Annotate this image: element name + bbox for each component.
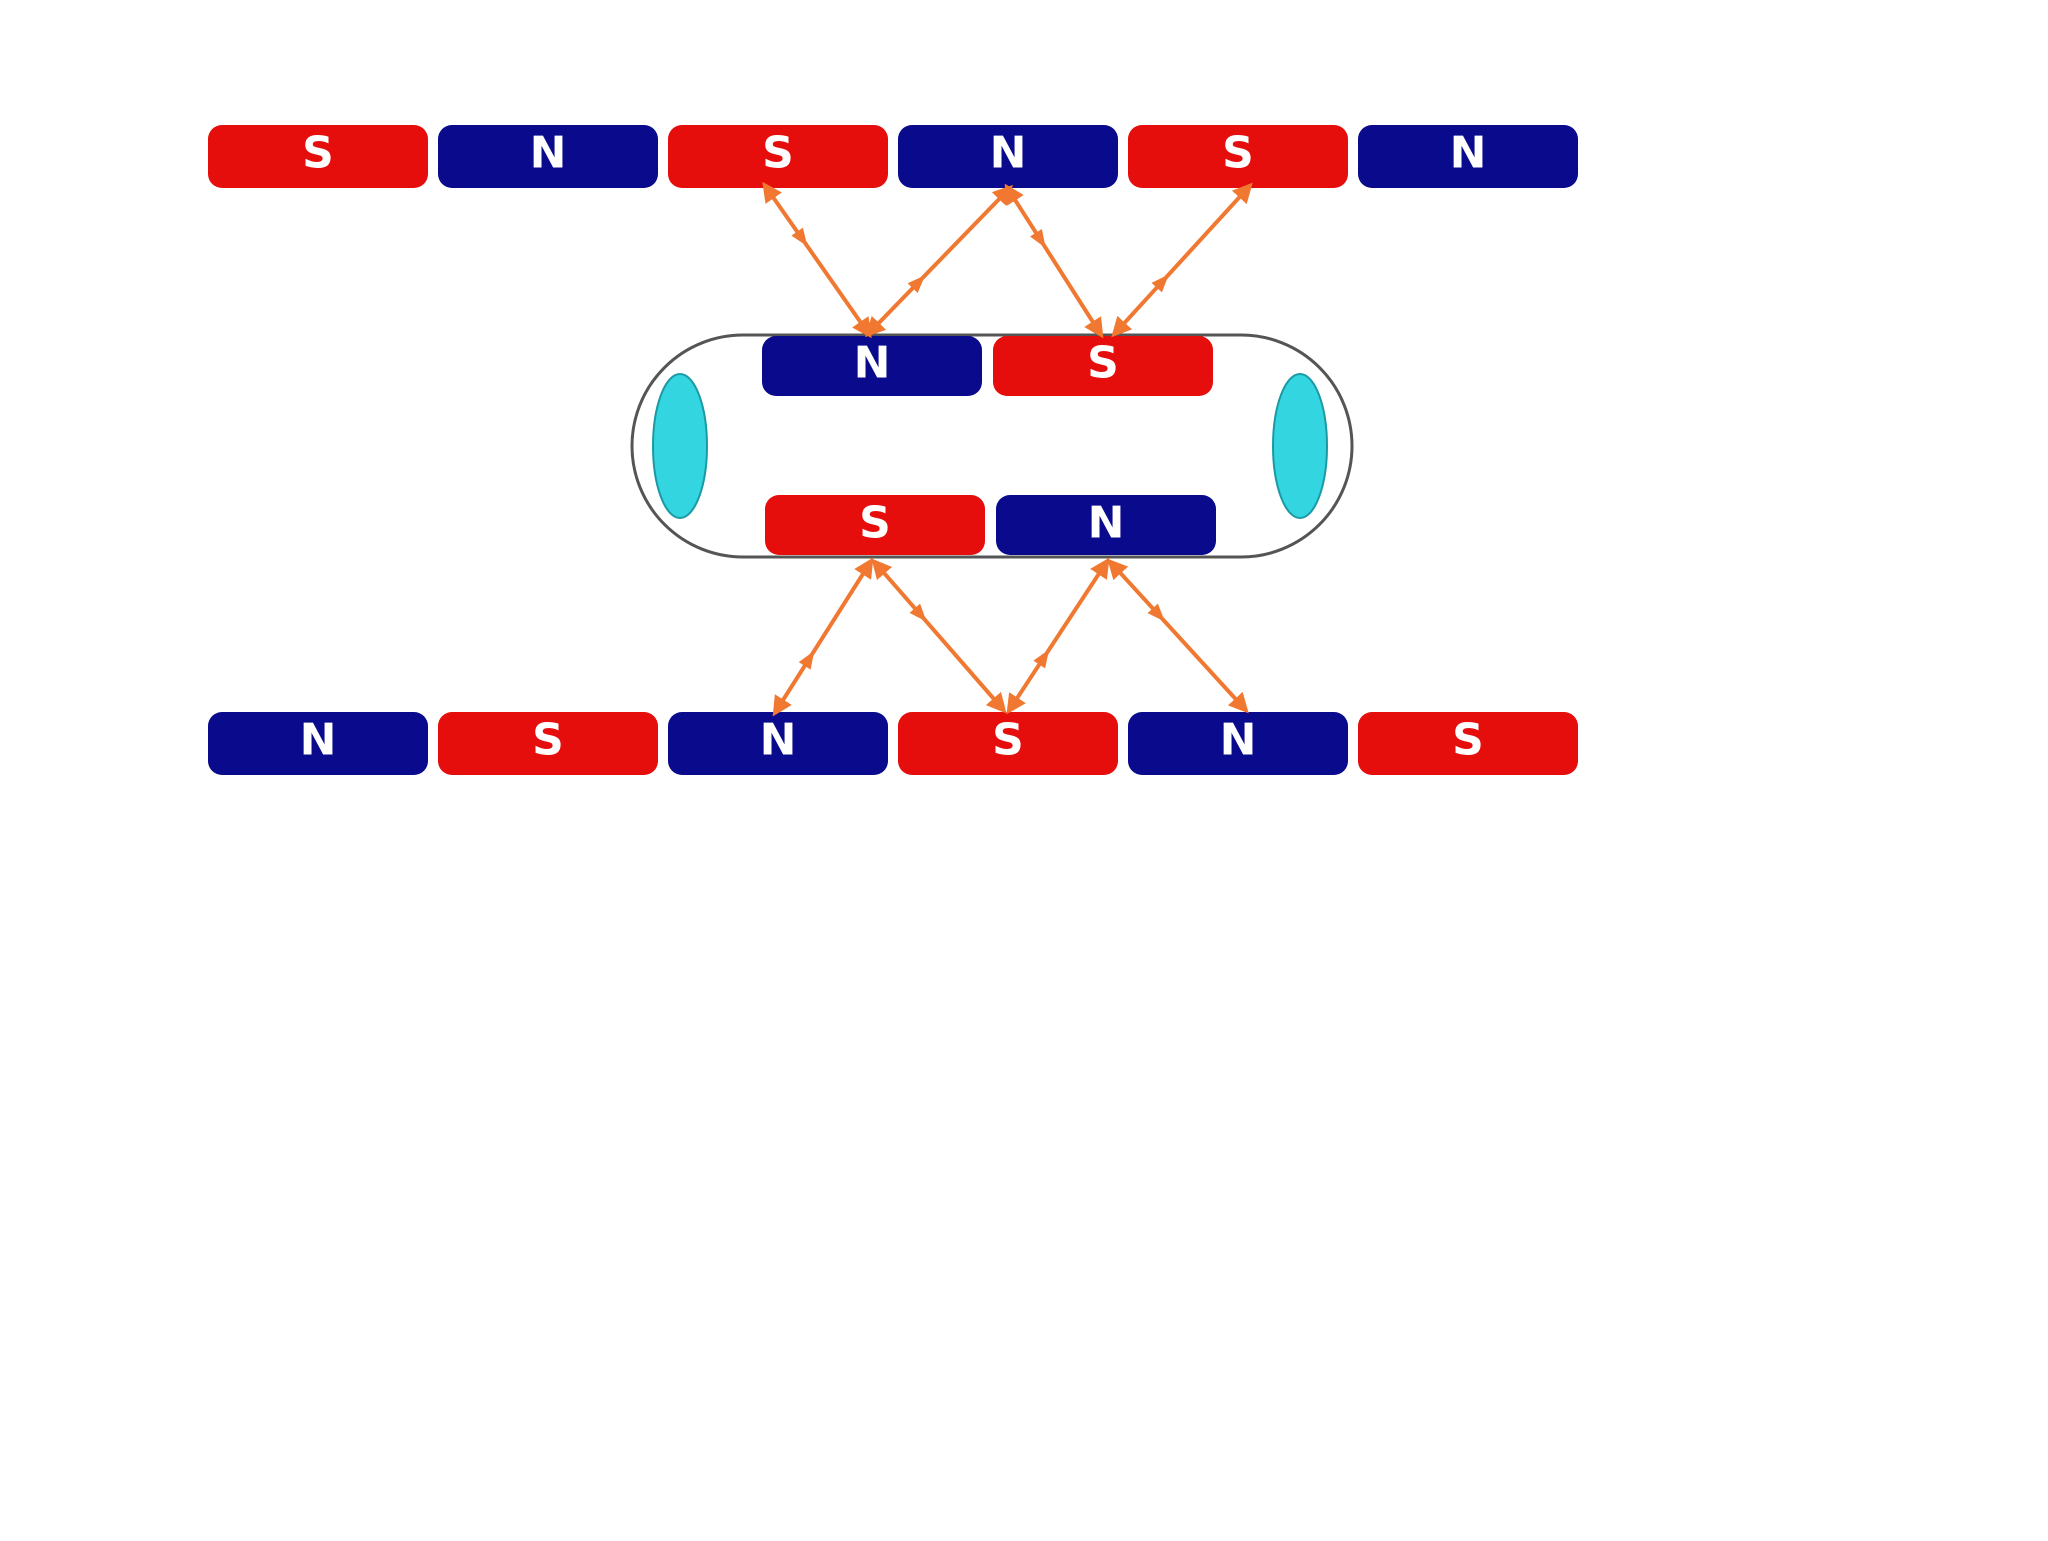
north-pole-block	[996, 495, 1216, 555]
field-arrow-midhead	[909, 603, 927, 622]
pole-label: N	[854, 338, 891, 389]
south-pole-block	[993, 336, 1213, 396]
vehicle-capsule-outline	[630, 333, 1354, 559]
south-pole-block	[1358, 712, 1578, 775]
field-arrow	[772, 557, 874, 717]
north-pole-block	[668, 712, 888, 775]
bottom-track-magnet-1: N	[208, 712, 428, 775]
pole-label: N	[1088, 498, 1125, 549]
vehicle-upper-magnet-2: S	[993, 336, 1213, 396]
pole-label: S	[1452, 715, 1484, 766]
bottom-track: N S N S N S	[208, 712, 1578, 775]
vehicle: N S S N	[630, 333, 1354, 559]
north-pole-block	[208, 712, 428, 775]
south-pole-block	[898, 712, 1118, 775]
south-pole-block	[1128, 125, 1348, 188]
pole-label: N	[300, 715, 337, 766]
top-track-magnet-3: S	[668, 125, 888, 188]
bottom-track-magnet-5: N	[1128, 712, 1348, 775]
top-track-magnet-4: N	[898, 125, 1118, 188]
field-arrow-midhead	[1151, 274, 1169, 293]
north-pole-block	[1358, 125, 1578, 188]
pole-label: N	[530, 128, 567, 179]
south-pole-block	[438, 712, 658, 775]
pole-label: N	[990, 128, 1027, 179]
bottom-track-magnet-3: N	[668, 712, 888, 775]
field-arrow	[1111, 182, 1253, 338]
pole-label: S	[859, 498, 891, 549]
north-pole-block	[438, 125, 658, 188]
upper-field-arrows	[762, 181, 1253, 339]
bottom-track-magnet-6: S	[1358, 712, 1578, 775]
pole-label: S	[302, 128, 334, 179]
pole-label: N	[1450, 128, 1487, 179]
field-arrow	[1107, 558, 1249, 714]
top-track-magnet-1: S	[208, 125, 428, 188]
field-arrow-midhead	[1147, 603, 1165, 622]
field-arrow	[871, 558, 1007, 714]
field-arrow-midhead	[1033, 649, 1050, 669]
field-arrow-midhead	[791, 227, 808, 247]
south-pole-block	[208, 125, 428, 188]
lower-field-arrows	[772, 557, 1249, 717]
pole-label: S	[992, 715, 1024, 766]
top-track-magnet-5: S	[1128, 125, 1348, 188]
top-track-magnet-2: N	[438, 125, 658, 188]
field-arrow-midhead	[1030, 228, 1046, 248]
south-pole-block	[668, 125, 888, 188]
top-track-magnet-6: N	[1358, 125, 1578, 188]
vehicle-rear-end	[1272, 373, 1328, 519]
north-pole-block	[1128, 712, 1348, 775]
north-pole-block	[898, 125, 1118, 188]
field-arrow-midhead	[907, 275, 926, 294]
pole-label: N	[760, 715, 797, 766]
field-arrow	[1004, 183, 1104, 339]
top-track: S N S N S N	[208, 125, 1578, 188]
field-arrow	[762, 181, 872, 339]
pole-label: S	[1087, 338, 1119, 389]
vehicle-upper-magnet-1: N	[762, 336, 982, 396]
vehicle-lower-magnet-1: S	[765, 495, 985, 555]
bottom-track-magnet-2: S	[438, 712, 658, 775]
vehicle-front-end	[652, 373, 708, 519]
north-pole-block	[762, 336, 982, 396]
field-arrow-midhead	[798, 650, 815, 670]
field-arrow	[1006, 557, 1110, 715]
pole-label: S	[1222, 128, 1254, 179]
vehicle-lower-magnet-2: N	[996, 495, 1216, 555]
pole-label: S	[532, 715, 564, 766]
bottom-track-magnet-4: S	[898, 712, 1118, 775]
south-pole-block	[765, 495, 985, 555]
pole-label: N	[1220, 715, 1257, 766]
pole-label: S	[762, 128, 794, 179]
field-arrow	[865, 184, 1013, 338]
